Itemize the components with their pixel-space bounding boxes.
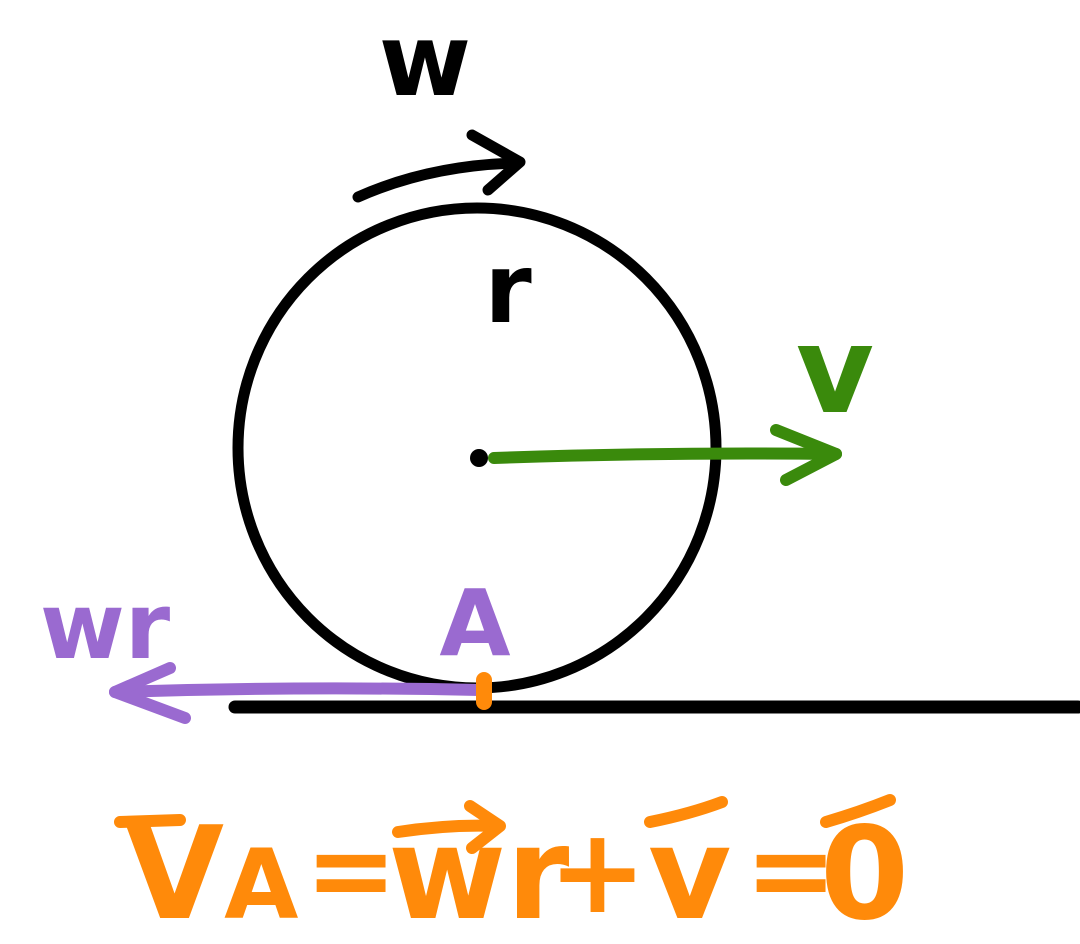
point-a-label: A bbox=[439, 570, 510, 677]
velocity-arrow bbox=[488, 424, 842, 486]
omega-label: w bbox=[379, 2, 471, 119]
velocity-label: v bbox=[796, 302, 874, 441]
v-overline bbox=[644, 796, 728, 828]
wr-overarrow bbox=[392, 819, 504, 838]
equation-plus: + bbox=[548, 802, 647, 940]
center-point bbox=[470, 449, 488, 467]
radius-label: r bbox=[484, 233, 532, 345]
zero-overline bbox=[820, 794, 896, 828]
equation: VA = wr + v = 0 bbox=[125, 800, 909, 944]
rotation-arrow bbox=[352, 129, 526, 203]
equation-equals-1: = bbox=[305, 806, 397, 934]
wr-arrow bbox=[109, 662, 486, 724]
wr-overarrow-head bbox=[464, 800, 506, 854]
va-overline bbox=[114, 814, 186, 828]
equation-vector-marks bbox=[114, 794, 896, 854]
wr-label: wr bbox=[40, 573, 171, 680]
equation-equals-2: = bbox=[745, 806, 837, 934]
